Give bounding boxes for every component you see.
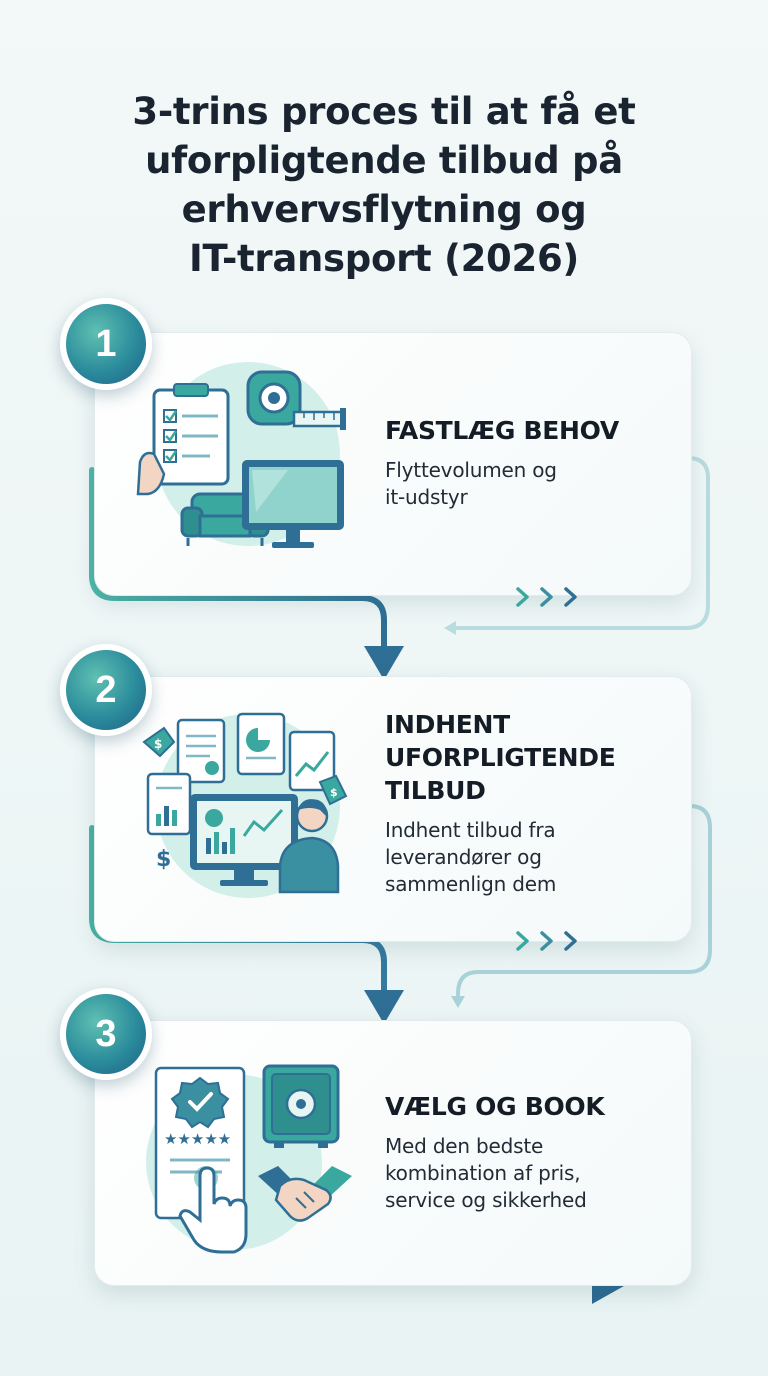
step-2-desc-line-3: sammenlign dem [385, 872, 557, 896]
page-title: 3-trins proces til at få et uforpligtend… [60, 87, 708, 283]
title-line-3: erhvervsflytning og [181, 187, 587, 231]
rating-card-icon: ★★★★★ [154, 1066, 246, 1220]
title-line-4: IT-transport (2026) [188, 236, 579, 280]
step-2-heading: INDHENT UFORPLIGTENDE TILBUD [385, 708, 675, 807]
step-1-heading: FASTLÆG BEHOV [385, 416, 619, 445]
step-1-badge: 1 [60, 298, 152, 390]
step-2-heading-line-2: UFORPLIGTENDE [385, 743, 616, 772]
safe-icon [262, 1064, 340, 1148]
step-3-desc-line-3: service og sikkerhed [385, 1188, 587, 1212]
arrowhead-2-3 [364, 990, 404, 1024]
price-tag-icon: $ $ [142, 726, 348, 806]
step-2-description: Indhent tilbud fra leverandører og samme… [385, 817, 675, 898]
step-2-text: INDHENT UFORPLIGTENDE TILBUD Indhent til… [385, 708, 675, 898]
title-line-1: 3-trins proces til at få et [132, 89, 636, 133]
step-3-badge: 3 [60, 988, 152, 1080]
step-3-description: Med den bedste kombination af pris, serv… [385, 1133, 675, 1214]
step-3-text: VÆLG OG BOOK Med den bedste kombination … [385, 1090, 675, 1214]
tape-measure-icon [246, 370, 346, 430]
step-1-description: Flyttevolumen og it-udstyr [385, 457, 675, 511]
step-3-illustration: ★★★★★ [146, 1064, 352, 1254]
person-icon [278, 799, 340, 894]
step-1-chevrons [516, 587, 577, 607]
step-2-chevrons [516, 931, 577, 951]
svg-text:★★★★★: ★★★★★ [164, 1130, 231, 1148]
clipboard-checklist-icon [136, 383, 230, 496]
step-2-heading-line-1: INDHENT [385, 710, 510, 739]
step-1-text: FASTLÆG BEHOV Flyttevolumen og it-udstyr [385, 414, 675, 511]
documents-icon [146, 712, 336, 836]
svg-text:$: $ [154, 737, 162, 751]
step-2-desc-line-1: Indhent tilbud fra [385, 818, 556, 842]
step-3-desc-line-1: Med den bedste [385, 1134, 544, 1158]
step-2-badge: 2 [60, 644, 152, 736]
step-2-heading-line-3: TILBUD [385, 776, 486, 805]
step-1-desc-line-2: it-udstyr [385, 485, 468, 509]
title-line-2: uforpligtende tilbud på [145, 138, 623, 182]
dollar-icon: $ [156, 847, 171, 872]
svg-text:$: $ [156, 847, 171, 872]
step-3-heading: VÆLG OG BOOK [385, 1092, 605, 1121]
svg-text:$: $ [330, 786, 338, 799]
monitor-icon [242, 460, 344, 548]
step-2-illustration: $ $ $ [142, 712, 348, 898]
step-1-desc-line-1: Flyttevolumen og [385, 458, 557, 482]
step-3-desc-line-2: kombination af pris, [385, 1161, 581, 1185]
connector-1-2 [89, 467, 387, 651]
step-2-desc-line-2: leverandører og [385, 845, 542, 869]
arrowhead-1-2 [364, 646, 404, 680]
pointing-hand-icon [178, 1166, 248, 1254]
dashboard-monitor-icon [190, 794, 298, 886]
step-1-illustration [136, 362, 346, 548]
handshake-icon [258, 1166, 352, 1222]
